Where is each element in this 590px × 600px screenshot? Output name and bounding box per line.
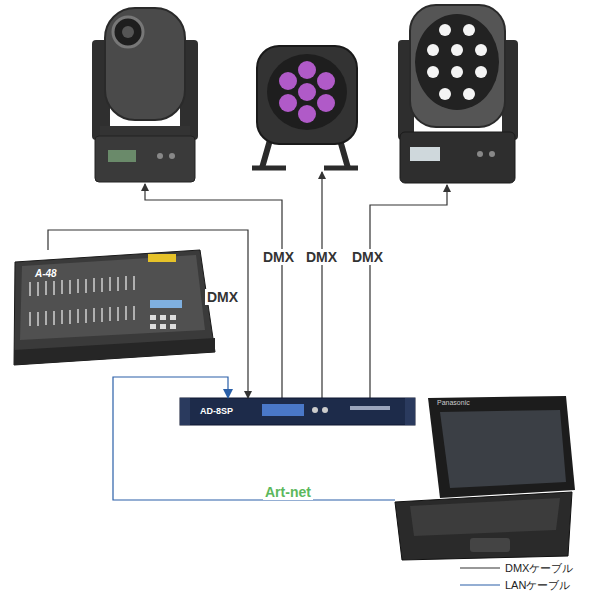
dmx-interface: AD-8SP: [180, 398, 415, 425]
laptop-illustration: [395, 396, 575, 560]
console-illustration: [14, 250, 215, 365]
connector-label: Art-net: [263, 484, 313, 500]
legend-dmx-sample: [460, 567, 500, 568]
signal-label: DMX: [304, 249, 339, 265]
dmx-cable: [48, 230, 248, 398]
lan-cable: [113, 377, 395, 500]
signal-label: DMX: [261, 249, 296, 265]
device-label: AD-8SP: [200, 406, 233, 417]
legend-text: DMXケーブル: [505, 562, 573, 575]
legend-text: LANケーブル: [505, 579, 570, 592]
legend-lan-sample: [460, 584, 500, 585]
device-label: Panasonic: [437, 399, 470, 407]
interface-illustration: [180, 398, 415, 425]
laptop-pc: Panasonic: [395, 396, 575, 561]
connector-label: DMX: [205, 289, 240, 305]
led-par-fixture: [252, 46, 358, 168]
moving-head-wash: [398, 5, 518, 183]
moving-head-spot: [92, 8, 198, 182]
signal-label: DMX: [350, 249, 385, 265]
device-label: A-48: [35, 268, 57, 280]
lighting-console: A-48: [15, 250, 215, 365]
